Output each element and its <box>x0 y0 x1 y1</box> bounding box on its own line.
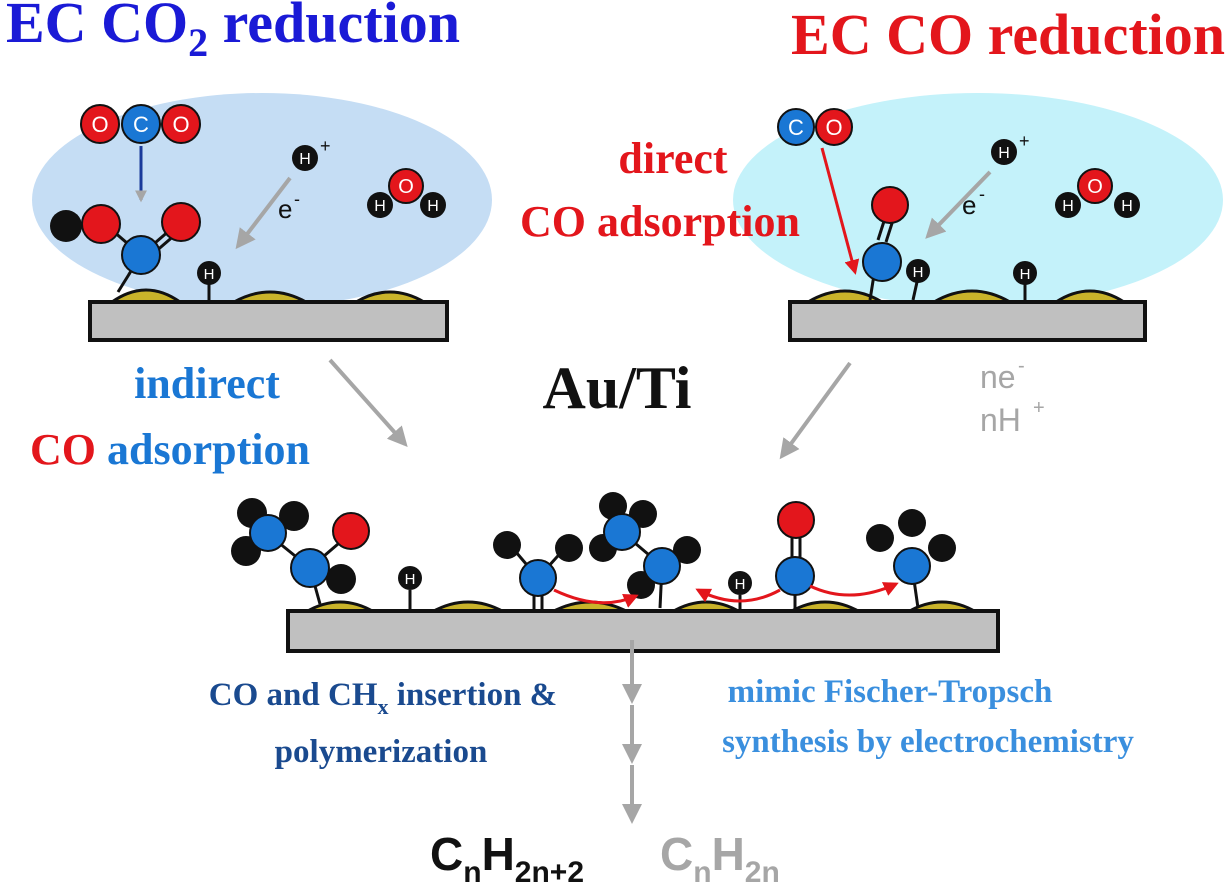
svg-text:nH: nH <box>980 402 1021 438</box>
svg-text:H: H <box>374 198 386 215</box>
adsorbed-co-bottom <box>775 501 815 610</box>
product-alkane: CnH2n+2 <box>430 828 584 886</box>
svg-text:e: e <box>278 194 292 224</box>
svg-text:O: O <box>825 115 842 140</box>
label-direct: direct <box>618 134 727 183</box>
svg-text:H: H <box>1020 266 1031 283</box>
svg-text:H: H <box>299 151 311 168</box>
electrolyte-ellipse-right <box>733 93 1223 307</box>
adsorbed-chain-2 <box>589 492 701 609</box>
adsorbed-hydrogen-bottom-1: H <box>398 566 422 610</box>
label-polymerization: polymerization <box>275 734 488 770</box>
adsorbed-chain-1 <box>231 498 370 605</box>
adsorbed-hydrogen-right-2: H <box>1013 261 1037 300</box>
adsorbed-cooh <box>50 202 201 293</box>
label-direct-co-adsorption: CO adsorption <box>520 197 800 246</box>
substrate-left <box>88 300 449 342</box>
svg-text:H: H <box>1121 198 1133 215</box>
svg-text:H: H <box>427 198 439 215</box>
svg-text:H: H <box>204 266 215 283</box>
svg-text:+: + <box>1033 397 1045 419</box>
svg-text:H: H <box>735 576 746 593</box>
svg-text:-: - <box>979 184 985 204</box>
title-co-reduction: EC CO reduction <box>791 2 1225 67</box>
proton-arrow-left <box>235 176 292 250</box>
svg-text:O: O <box>1087 176 1103 198</box>
arrow-right-to-bottom <box>779 361 852 460</box>
svg-text:O: O <box>398 176 414 198</box>
svg-text:-: - <box>1018 355 1025 377</box>
water-molecule-right: H O H <box>1055 168 1140 218</box>
svg-text:+: + <box>320 136 331 156</box>
svg-text:H: H <box>998 145 1010 162</box>
title-subscript: 2 <box>188 20 208 65</box>
proton-arrow-right <box>925 170 992 239</box>
svg-text:O: O <box>172 112 189 137</box>
svg-text:ne: ne <box>980 359 1016 395</box>
svg-text:H: H <box>1062 198 1074 215</box>
svg-text:H: H <box>405 571 416 588</box>
proton-right: H + <box>991 131 1030 165</box>
svg-text:C: C <box>788 115 804 140</box>
substrate-bottom <box>286 609 1000 653</box>
adsorbed-hydrogen-left: H <box>197 261 221 300</box>
co-molecule: C O <box>777 108 853 146</box>
svg-text:H: H <box>913 264 924 281</box>
label-indirect-co-adsorption: CO adsorption <box>30 425 310 474</box>
label-ne-nh: ne - nH + <box>980 355 1045 438</box>
label-indirect: indirect <box>134 359 280 408</box>
product-alkene: CnH2n <box>660 828 780 886</box>
svg-text:+: + <box>1019 131 1030 151</box>
svg-text:e: e <box>962 190 976 220</box>
substrate-right <box>788 300 1147 342</box>
label-synthesis-electrochemistry: synthesis by electrochemistry <box>722 724 1134 760</box>
arrow-left-to-bottom <box>328 358 408 447</box>
adsorbed-hydrogen-right-1: H <box>906 259 930 301</box>
title-co2-reduction: EC CO2 reduction <box>6 0 460 65</box>
label-insertion: CO and CHx insertion & <box>209 677 557 719</box>
adsorbed-co-right <box>862 186 909 301</box>
svg-text:C: C <box>133 112 149 137</box>
label-au-ti: Au/Ti <box>543 355 692 421</box>
adsorbed-ch2 <box>493 531 583 610</box>
water-molecule-left: H O H <box>367 168 446 218</box>
migration-arrow-1 <box>553 588 639 608</box>
co2-molecule: O C O <box>80 104 201 144</box>
co-adsorption-arrow <box>820 147 860 275</box>
label-mimic-fischer-tropsch: mimic Fischer-Tropsch <box>728 674 1053 710</box>
electron-label-left: e - <box>278 189 300 224</box>
svg-text:O: O <box>91 112 108 137</box>
proton-left: H + <box>292 136 331 171</box>
svg-text:-: - <box>294 189 300 209</box>
electron-label-right: e - <box>962 184 985 220</box>
migration-arrow-2 <box>695 588 781 603</box>
migration-arrow-3 <box>809 582 899 597</box>
adsorbed-hydrogen-bottom-2: H <box>728 571 752 610</box>
adsorbed-ch3 <box>866 509 956 609</box>
